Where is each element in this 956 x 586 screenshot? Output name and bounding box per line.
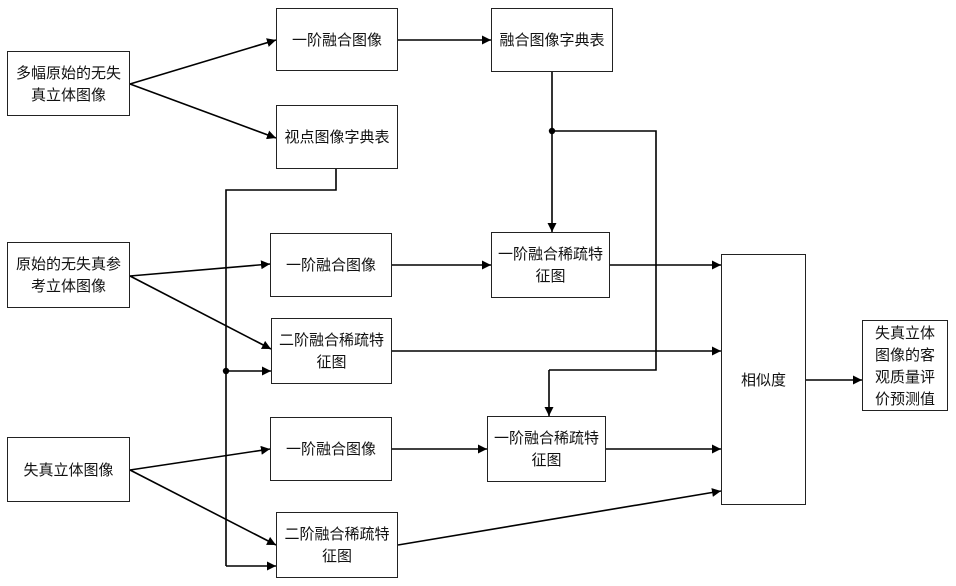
box-output-label: 失真立体图像的客观质量评价预测值	[869, 322, 941, 410]
box-dist-second-sparse-label: 二阶融合稀疏特征图	[281, 523, 393, 567]
box-ref-first-sparse: 一阶融合稀疏特征图	[491, 232, 610, 298]
box-ref-source: 原始的无失真参考立体图像	[7, 242, 130, 308]
box-first-fused-top: 一阶融合图像	[276, 8, 398, 71]
box-viewpoint-dict: 视点图像字典表	[276, 105, 398, 169]
arrow-dist-to-second-sparse	[130, 470, 276, 545]
box-dist-first-sparse-label: 一阶融合稀疏特征图	[492, 427, 601, 471]
box-fused-dict: 融合图像字典表	[491, 8, 613, 72]
box-ref-first-fused-label: 一阶融合图像	[286, 254, 376, 276]
box-ref-second-sparse-label: 二阶融合稀疏特征图	[276, 329, 387, 373]
box-ref-source-label: 原始的无失真参考立体图像	[12, 253, 125, 297]
box-dist-first-fused: 一阶融合图像	[270, 417, 392, 481]
box-output: 失真立体图像的客观质量评价预测值	[862, 320, 948, 411]
box-multi-source-label: 多幅原始的无失真立体图像	[12, 62, 125, 106]
arrow-dist-to-first-fused	[130, 449, 270, 470]
box-multi-source: 多幅原始的无失真立体图像	[7, 51, 130, 116]
box-ref-first-sparse-label: 一阶融合稀疏特征图	[496, 243, 605, 287]
box-ref-first-fused: 一阶融合图像	[270, 233, 392, 297]
box-viewpoint-dict-label: 视点图像字典表	[284, 126, 389, 148]
arrow-ref-to-first-fused	[130, 264, 270, 276]
box-ref-second-sparse: 二阶融合稀疏特征图	[271, 318, 392, 384]
box-dist-source-label: 失真立体图像	[23, 459, 113, 481]
box-dist-first-fused-label: 一阶融合图像	[286, 438, 376, 460]
arrow-multi-to-first-fused	[130, 40, 276, 84]
arrow-multi-to-viewpoint-dict	[130, 84, 276, 138]
box-first-fused-top-label: 一阶融合图像	[292, 29, 382, 51]
junction-dot-viewpoint	[223, 368, 229, 374]
box-dist-source: 失真立体图像	[7, 437, 130, 502]
arrow-dist-second-sparse-to-similarity	[398, 491, 721, 545]
box-dist-first-sparse: 一阶融合稀疏特征图	[487, 416, 606, 482]
junction-dot-fused-dict	[549, 128, 555, 134]
box-similarity-label: 相似度	[741, 369, 786, 391]
arrow-ref-to-second-sparse	[130, 276, 271, 349]
box-dist-second-sparse: 二阶融合稀疏特征图	[276, 512, 398, 578]
box-fused-dict-label: 融合图像字典表	[499, 29, 604, 51]
box-similarity: 相似度	[721, 254, 806, 505]
